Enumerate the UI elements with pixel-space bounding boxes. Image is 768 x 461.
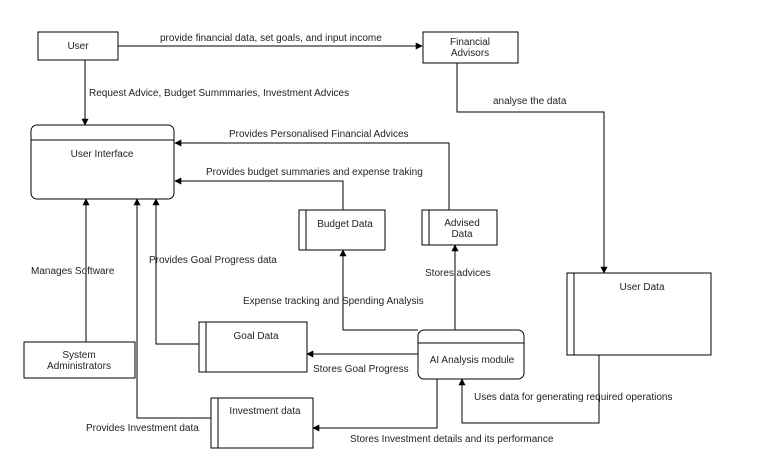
node-goal-data: Goal Data: [198, 321, 308, 373]
label-advised-to-ui: Provides Personalised Financial Advices: [229, 129, 409, 140]
node-user-data-label: User Data: [619, 282, 664, 293]
label-advisors-analyse: analyse the data: [493, 96, 567, 107]
node-ai-analysis-module: AI Analysis module: [417, 329, 525, 380]
label-ai-to-advised: Stores advices: [425, 268, 491, 279]
edge-userdata-to-ai: [458, 355, 600, 424]
label-budget-to-ui: Provides budget summaries and expense tr…: [206, 167, 423, 178]
node-user-interface: User Interface: [30, 124, 175, 200]
node-budget-data: Budget Data: [298, 209, 386, 251]
svg-text:Advised: Advised: [444, 218, 480, 229]
edge-budget-to-ui: [174, 177, 344, 210]
node-advised-data: Advised Data: [421, 209, 498, 246]
edge-investment-to-ui: [133, 198, 211, 419]
node-user-label: User: [67, 41, 89, 52]
node-user-interface-label: User Interface: [71, 149, 134, 160]
svg-text:System: System: [62, 350, 95, 361]
label-ai-to-goal: Stores Goal Progress: [313, 364, 409, 375]
label-ai-to-investment: Stores Investment details and its perfor…: [350, 434, 554, 445]
label-user-to-ui: Request Advice, Budget Summmaries, Inves…: [89, 88, 349, 99]
node-budget-data-label: Budget Data: [317, 219, 373, 230]
node-user-data: User Data: [566, 272, 712, 356]
label-userdata-to-ai: Uses data for generating required operat…: [474, 392, 672, 403]
edges: [81, 42, 608, 432]
label-goal-to-ui: Provides Goal Progress data: [149, 255, 277, 266]
node-goal-data-label: Goal Data: [233, 331, 278, 342]
edge-advisors-to-userdata: [456, 63, 608, 274]
svg-text:Financial: Financial: [450, 37, 490, 48]
edge-labels: provide financial data, set goals, and i…: [31, 33, 672, 445]
svg-text:Advisors: Advisors: [451, 48, 489, 59]
edge-ai-to-investment: [312, 379, 438, 432]
svg-text:Administrators: Administrators: [47, 361, 111, 372]
node-financial-advisors: Financial Advisors: [422, 31, 519, 64]
edge-advised-to-ui: [174, 139, 450, 210]
node-user: User: [37, 31, 119, 61]
label-user-to-advisors: provide financial data, set goals, and i…: [160, 33, 382, 44]
node-system-administrators: System Administrators: [23, 341, 136, 379]
node-ai-analysis-module-label: AI Analysis module: [430, 355, 515, 366]
label-ai-to-budget: Expense tracking and Spending Analysis: [243, 296, 424, 307]
label-investment-to-ui: Provides Investment data: [86, 423, 199, 434]
edge-ai-to-budget: [339, 249, 418, 331]
svg-text:Data: Data: [451, 229, 473, 240]
node-investment-data-label: Investment data: [229, 406, 301, 417]
label-admins-to-ui: Manages Software: [31, 266, 115, 277]
node-investment-data: Investment data: [210, 397, 314, 449]
edge-goal-to-ui: [152, 198, 199, 345]
